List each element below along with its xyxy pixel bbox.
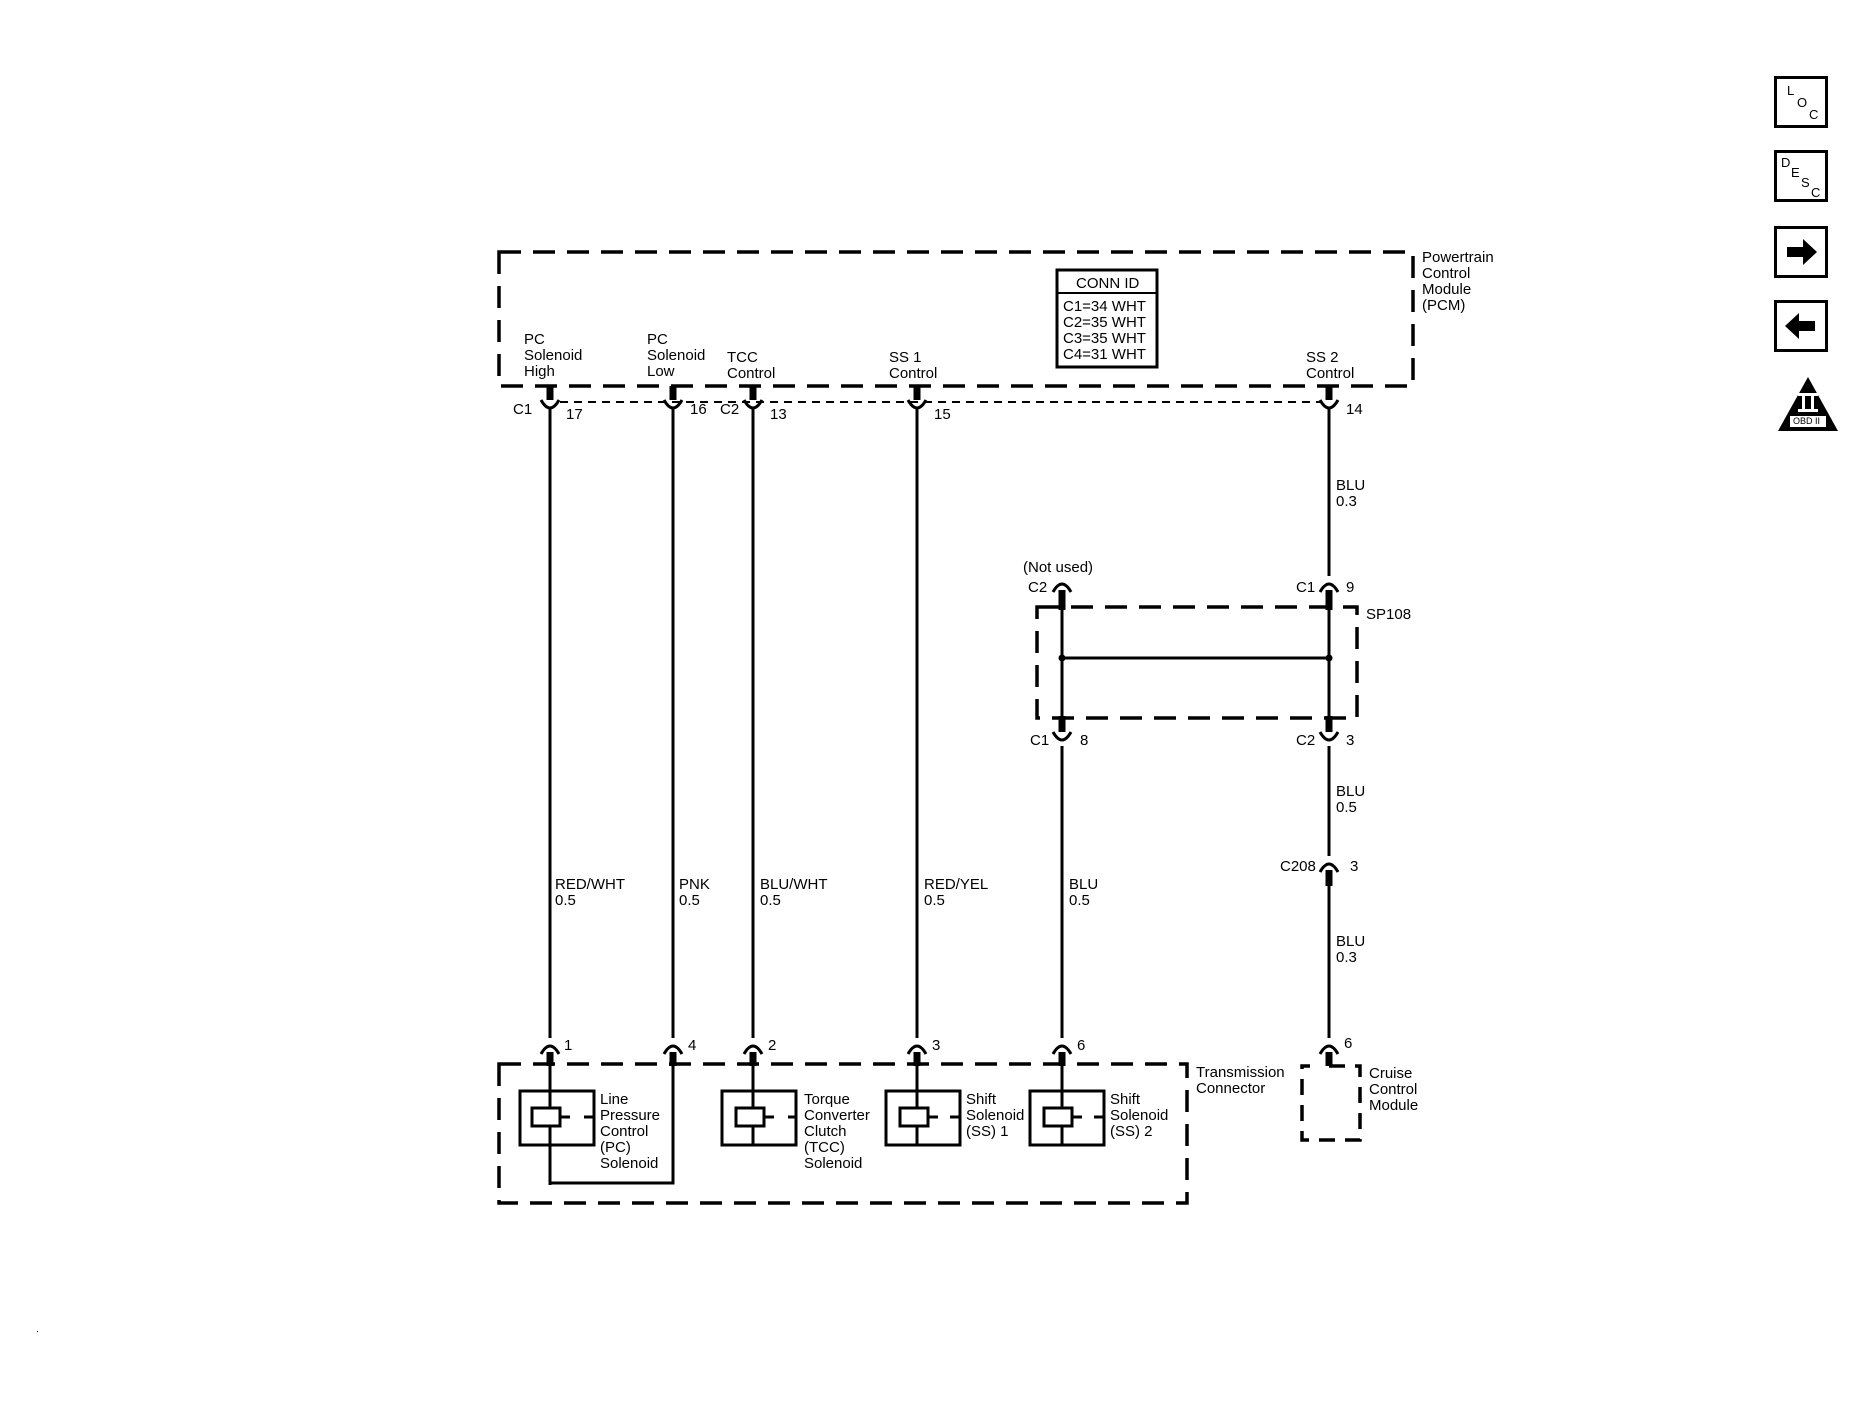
solenoid-tcc: [720, 1066, 798, 1147]
svg-text:Module: Module: [1422, 281, 1471, 298]
transmission-box: [497, 1062, 1189, 1205]
svg-text:15: 15: [934, 406, 951, 423]
splice-sp108: [1035, 582, 1359, 742]
trans-connectors: [539, 1044, 1340, 1066]
svg-text:3: 3: [932, 1037, 940, 1054]
svg-text:C1=34 WHT: C1=34 WHT: [1063, 298, 1146, 315]
loc-icon[interactable]: L O C: [1774, 76, 1828, 128]
svg-text:Solenoid: Solenoid: [804, 1155, 862, 1172]
svg-text:C2: C2: [1028, 579, 1047, 596]
svg-text:0.5: 0.5: [924, 892, 945, 909]
svg-text:3: 3: [1350, 858, 1358, 875]
svg-text:2: 2: [768, 1037, 776, 1054]
svg-text:1: 1: [564, 1037, 572, 1054]
svg-text:17: 17: [566, 406, 583, 423]
prev-arrow-icon[interactable]: [1774, 300, 1828, 352]
svg-text:C2: C2: [720, 401, 739, 418]
svg-text:14: 14: [1346, 401, 1363, 418]
svg-text:C4=31 WHT: C4=31 WHT: [1063, 346, 1146, 363]
svg-text:TCC: TCC: [727, 349, 758, 366]
svg-text:Solenoid: Solenoid: [647, 347, 705, 364]
svg-text:Converter: Converter: [804, 1107, 870, 1124]
svg-text:(SS) 2: (SS) 2: [1110, 1123, 1153, 1140]
next-arrow-icon[interactable]: [1774, 226, 1828, 278]
desc-icon[interactable]: D E S C: [1774, 150, 1828, 202]
pcm-box: [497, 250, 1415, 388]
svg-text:0.3: 0.3: [1336, 493, 1357, 510]
svg-text:8: 8: [1080, 732, 1088, 749]
pcm-label-1: Powertrain: [1422, 249, 1494, 266]
svg-text:PC: PC: [647, 331, 668, 348]
svg-text:BLU: BLU: [1336, 477, 1365, 494]
svg-text:Line: Line: [600, 1091, 628, 1108]
svg-text:Solenoid: Solenoid: [600, 1155, 658, 1172]
svg-text:9: 9: [1346, 579, 1354, 596]
svg-text:BLU/WHT: BLU/WHT: [760, 876, 828, 893]
svg-text:Module: Module: [1369, 1097, 1418, 1114]
svg-text:(PC): (PC): [600, 1139, 631, 1156]
svg-text:C3=35 WHT: C3=35 WHT: [1063, 330, 1146, 347]
svg-text:Transmission: Transmission: [1196, 1064, 1285, 1081]
pcm-connectors: [539, 386, 1340, 410]
cruise-control-module: [1300, 1064, 1362, 1142]
svg-text:Torque: Torque: [804, 1091, 850, 1108]
conn-id-table: CONN ID C1=34 WHT C2=35 WHT C3=35 WHT C4…: [1055, 268, 1159, 369]
svg-text:(SS) 1: (SS) 1: [966, 1123, 1009, 1140]
svg-text:Connector: Connector: [1196, 1080, 1265, 1097]
solenoid-ss1: [884, 1066, 962, 1147]
svg-text:Pressure: Pressure: [600, 1107, 660, 1124]
svg-text:C2: C2: [1296, 732, 1315, 749]
svg-text:Shift: Shift: [1110, 1091, 1141, 1108]
svg-text:(Not used): (Not used): [1023, 559, 1093, 576]
svg-text:Clutch: Clutch: [804, 1123, 847, 1140]
svg-text:Solenoid: Solenoid: [1110, 1107, 1168, 1124]
svg-text:3: 3: [1346, 732, 1354, 749]
obd-ii-icon[interactable]: OBD II: [1776, 375, 1840, 433]
svg-text:Control: Control: [1306, 365, 1354, 382]
svg-text:(TCC): (TCC): [804, 1139, 845, 1156]
svg-text:C1: C1: [1030, 732, 1049, 749]
svg-text:SP108: SP108: [1366, 606, 1411, 623]
solenoid-pc: [518, 1066, 675, 1185]
svg-text:Solenoid: Solenoid: [966, 1107, 1024, 1124]
svg-text:Control: Control: [600, 1123, 648, 1140]
svg-text:0.5: 0.5: [760, 892, 781, 909]
svg-text:C1: C1: [1296, 579, 1315, 596]
svg-text:PNK: PNK: [679, 876, 710, 893]
svg-text:High: High: [524, 363, 555, 380]
svg-text:BLU: BLU: [1069, 876, 1098, 893]
svg-text:C1: C1: [513, 401, 532, 418]
svg-text:C208: C208: [1280, 858, 1316, 875]
svg-text:4: 4: [688, 1037, 696, 1054]
svg-text:RED/WHT: RED/WHT: [555, 876, 625, 893]
svg-text:Shift: Shift: [966, 1091, 997, 1108]
svg-text:C2=35 WHT: C2=35 WHT: [1063, 314, 1146, 331]
svg-text:BLU: BLU: [1336, 933, 1365, 950]
svg-text:Control: Control: [1422, 265, 1470, 282]
svg-text:PC: PC: [524, 331, 545, 348]
svg-text:13: 13: [770, 406, 787, 423]
svg-text:RED/YEL: RED/YEL: [924, 876, 988, 893]
svg-text:(PCM): (PCM): [1422, 297, 1465, 314]
svg-text:SS 2: SS 2: [1306, 349, 1339, 366]
svg-text:6: 6: [1344, 1035, 1352, 1052]
svg-text:CONN ID: CONN ID: [1076, 275, 1140, 292]
svg-text:0.3: 0.3: [1336, 949, 1357, 966]
svg-text:SS 1: SS 1: [889, 349, 922, 366]
svg-text:Control: Control: [889, 365, 937, 382]
solenoid-ss2: [1028, 1066, 1106, 1147]
svg-text:BLU: BLU: [1336, 783, 1365, 800]
svg-text:16: 16: [690, 401, 707, 418]
svg-text:Control: Control: [727, 365, 775, 382]
svg-text:0.5: 0.5: [679, 892, 700, 909]
svg-text:Solenoid: Solenoid: [524, 347, 582, 364]
svg-text:Control: Control: [1369, 1081, 1417, 1098]
svg-text:Cruise: Cruise: [1369, 1065, 1412, 1082]
svg-text:6: 6: [1077, 1037, 1085, 1054]
svg-text:0.5: 0.5: [555, 892, 576, 909]
svg-text:0.5: 0.5: [1069, 892, 1090, 909]
svg-text:Low: Low: [647, 363, 675, 380]
svg-text:0.5: 0.5: [1336, 799, 1357, 816]
